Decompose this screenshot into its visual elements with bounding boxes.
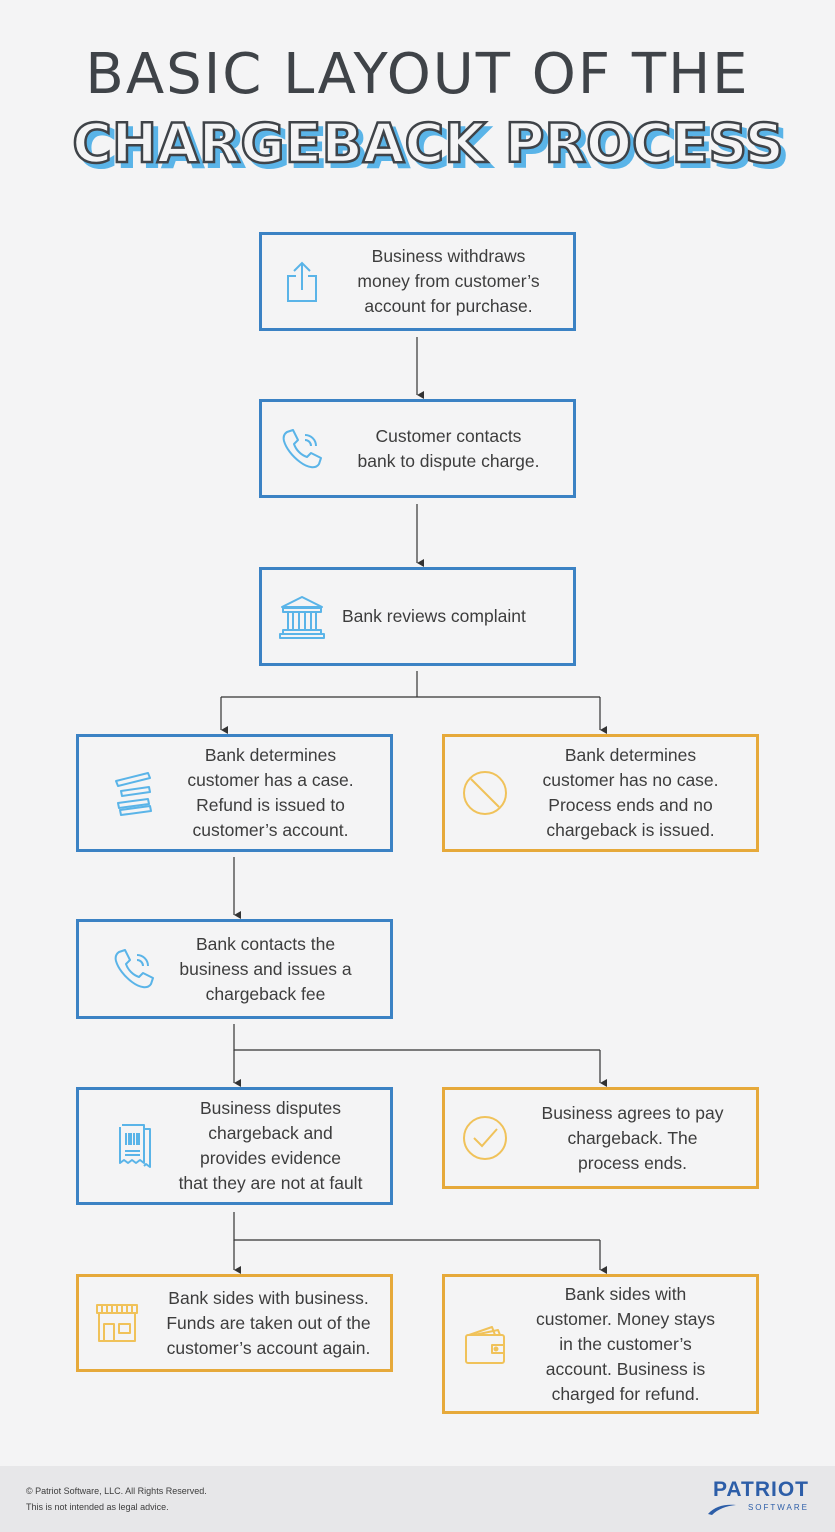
step-review-text: Bank reviews complaint xyxy=(342,606,526,626)
title-line-1: BASIC LAYOUT OF THE xyxy=(85,42,750,107)
step-review: Bank reviews complaint xyxy=(259,567,576,666)
logo-sub: SOFTWARE xyxy=(747,1503,809,1512)
storefront-icon xyxy=(79,1302,155,1344)
step-side-customer-text: Bank sides with customer. Money stays in… xyxy=(536,1283,715,1404)
patriot-logo: PATRIOT SOFTWARE xyxy=(707,1478,809,1515)
step-has-case-text: Bank determines customer has a case. Ref… xyxy=(187,745,354,840)
checkmark-icon xyxy=(445,1114,525,1162)
step-side-business-text: Bank sides with business. Funds are take… xyxy=(166,1287,371,1358)
step-contact: Customer contacts bank to dispute charge… xyxy=(259,399,576,498)
prohibited-icon xyxy=(445,769,525,817)
step-no-case-text: Bank determines customer has no case. Pr… xyxy=(542,745,719,840)
copyright-text: © Patriot Software, LLC. All Rights Rese… xyxy=(26,1486,207,1496)
step-dispute: Business disputes chargeback and provide… xyxy=(76,1087,393,1205)
step-fee: Bank contacts the business and issues a … xyxy=(76,919,393,1019)
title-outline: CHARGEBACK PROCESS xyxy=(72,112,784,175)
step-dispute-text: Business disputes chargeback and provide… xyxy=(178,1098,363,1193)
flow-connectors xyxy=(220,337,607,1274)
title-shadow: CHARGEBACK PROCESS xyxy=(77,117,789,180)
step-agree-text: Business agrees to pay chargeback. The p… xyxy=(541,1102,724,1173)
footer: © Patriot Software, LLC. All Rights Rese… xyxy=(0,1466,835,1532)
bank-icon xyxy=(262,594,342,640)
step-contact-text: Customer contacts bank to dispute charge… xyxy=(357,425,540,471)
step-withdraw: Business withdraws money from customer’s… xyxy=(259,232,576,331)
receipt-icon xyxy=(79,1121,189,1171)
disclaimer-text: This is not intended as legal advice. xyxy=(26,1502,169,1512)
step-agree: Business agrees to pay chargeback. The p… xyxy=(442,1087,759,1189)
logo-swoosh-icon xyxy=(707,1504,736,1515)
step-fee-text: Bank contacts the business and issues a … xyxy=(179,933,352,1004)
wallet-icon xyxy=(445,1321,525,1367)
arrow-dispute-split xyxy=(233,1212,600,1241)
title-line-2: CHARGEBACK PROCESS CHARGEBACK PROCESS xyxy=(71,111,790,181)
upload-icon xyxy=(262,260,342,304)
step-no-case: Bank determines customer has no case. Pr… xyxy=(442,734,759,852)
arrow-review-split xyxy=(221,671,600,698)
phone-icon xyxy=(79,945,189,993)
step-side-customer: Bank sides with customer. Money stays in… xyxy=(442,1274,759,1414)
money-stack-icon xyxy=(79,767,189,819)
step-side-business: Bank sides with business. Funds are take… xyxy=(76,1274,393,1372)
step-withdraw-text: Business withdraws money from customer’s… xyxy=(357,246,540,316)
logo-name: PATRIOT xyxy=(712,1478,809,1501)
phone-icon xyxy=(262,425,342,473)
step-has-case: Bank determines customer has a case. Ref… xyxy=(76,734,393,852)
arrow-fee-split xyxy=(233,1024,600,1051)
